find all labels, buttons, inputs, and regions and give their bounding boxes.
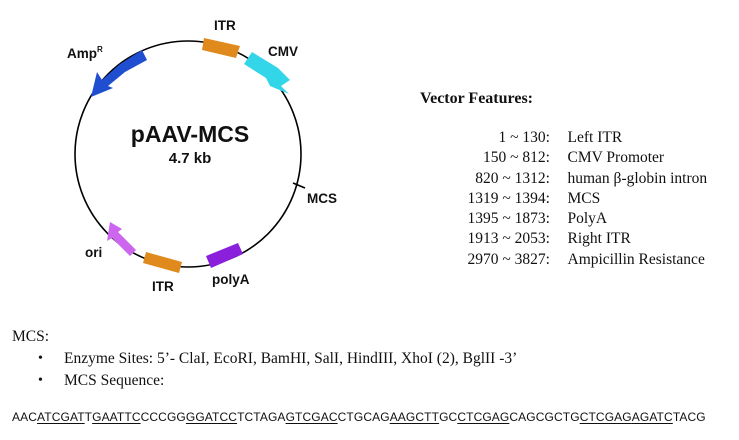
restriction-site: GTCGAC: [285, 410, 338, 424]
feature-row: 1 ~ 130: Left ITR: [420, 128, 707, 148]
feature-name: PolyA: [552, 210, 608, 228]
label-ori: ori: [85, 245, 102, 260]
feature-name: human β-globin intron: [552, 169, 708, 187]
feature-range: 820 ~ 1312:: [475, 169, 550, 187]
mcs-tick: [292, 182, 306, 189]
feature-row: 1395 ~ 1873: PolyA: [420, 209, 707, 229]
sequence-segment: CTGCAG: [337, 410, 390, 424]
restriction-site: CTCGAG: [457, 410, 510, 424]
plasmid-map: pAAV-MCS 4.7 kb AmpR ITR CMV MCS ori ITR…: [67, 18, 337, 294]
polya-block: [206, 243, 243, 268]
mcs-sequence-label: MCS Sequence:: [38, 370, 517, 392]
label-cmv: CMV: [268, 44, 298, 59]
sequence-segment: TCTAGA: [237, 410, 286, 424]
feature-range: 1319 ~ 1394:: [467, 189, 550, 207]
enzyme-sites-item: Enzyme Sites: 5’- ClaI, EcoRI, BamHI, Sa…: [38, 348, 517, 370]
feature-range: 2970 ~ 3827:: [467, 250, 550, 268]
sequence-segment: AAC: [12, 410, 38, 424]
restriction-site: GGATCC: [185, 410, 238, 424]
restriction-site: ATCGAT: [37, 410, 85, 424]
plasmid-name: pAAV-MCS: [131, 121, 249, 147]
feature-range: 1 ~ 130:: [498, 129, 550, 146]
feature-name: Ampicillin Resistance: [552, 250, 705, 268]
feature-name: CMV Promoter: [552, 149, 665, 167]
mcs-heading: MCS:: [12, 328, 50, 345]
restriction-site: AAGCTT: [389, 410, 440, 424]
feature-row: 820 ~ 1312: human β-globin intron: [420, 169, 707, 189]
feature-range: 1913 ~ 2053:: [467, 230, 550, 248]
features-title: Vector Features:: [420, 90, 533, 107]
itr-bottom-block: [143, 252, 182, 273]
sequence-segment: GC: [439, 410, 458, 424]
feature-row: 1913 ~ 2053: Right ITR: [420, 229, 707, 249]
label-amp-text: Amp: [67, 46, 97, 61]
feature-row: 150 ~ 812: CMV Promoter: [420, 148, 707, 168]
feature-range: 1395 ~ 1873:: [467, 210, 550, 228]
sequence-segment: TACG: [672, 410, 706, 424]
mcs-sequence: AACATCGATTGAATTCCCCGGGGATCCTCTAGAGTCGACC…: [12, 410, 706, 424]
plasmid-size: 4.7 kb: [169, 150, 212, 167]
mcs-section: MCS: Enzyme Sites: 5’- ClaI, EcoRI, BamH…: [12, 326, 517, 392]
feature-name: Left ITR: [552, 129, 623, 146]
label-mcs: MCS: [307, 191, 337, 206]
label-itr-bottom: ITR: [152, 279, 174, 294]
cmv-arrow: [244, 52, 290, 94]
feature-name: MCS: [552, 189, 601, 207]
label-polya: polyA: [212, 272, 250, 287]
itr-top-block: [202, 38, 240, 58]
sequence-segment: T: [84, 410, 93, 424]
restriction-site: GAATTC: [92, 410, 141, 424]
restriction-site: CTCGAG: [579, 410, 632, 424]
label-itr-top: ITR: [214, 18, 236, 33]
sequence-segment: CAGCGCTG: [509, 410, 580, 424]
amp-arrow: [91, 50, 147, 97]
ori-arrow: [107, 222, 136, 256]
mcs-bullet-list: Enzyme Sites: 5’- ClaI, EcoRI, BamHI, Sa…: [12, 348, 517, 392]
sequence-segment: CCCGG: [140, 410, 186, 424]
label-amp-superscript: R: [97, 45, 103, 54]
restriction-site: AGATC: [631, 410, 673, 424]
plasmid-ring: [74, 40, 302, 268]
feature-range: 150 ~ 812:: [483, 149, 550, 167]
feature-row: 1319 ~ 1394: MCS: [420, 189, 707, 209]
feature-row: 2970 ~ 3827: Ampicillin Resistance: [420, 250, 707, 270]
label-amp: AmpR: [67, 45, 103, 61]
feature-name: Right ITR: [552, 230, 631, 248]
